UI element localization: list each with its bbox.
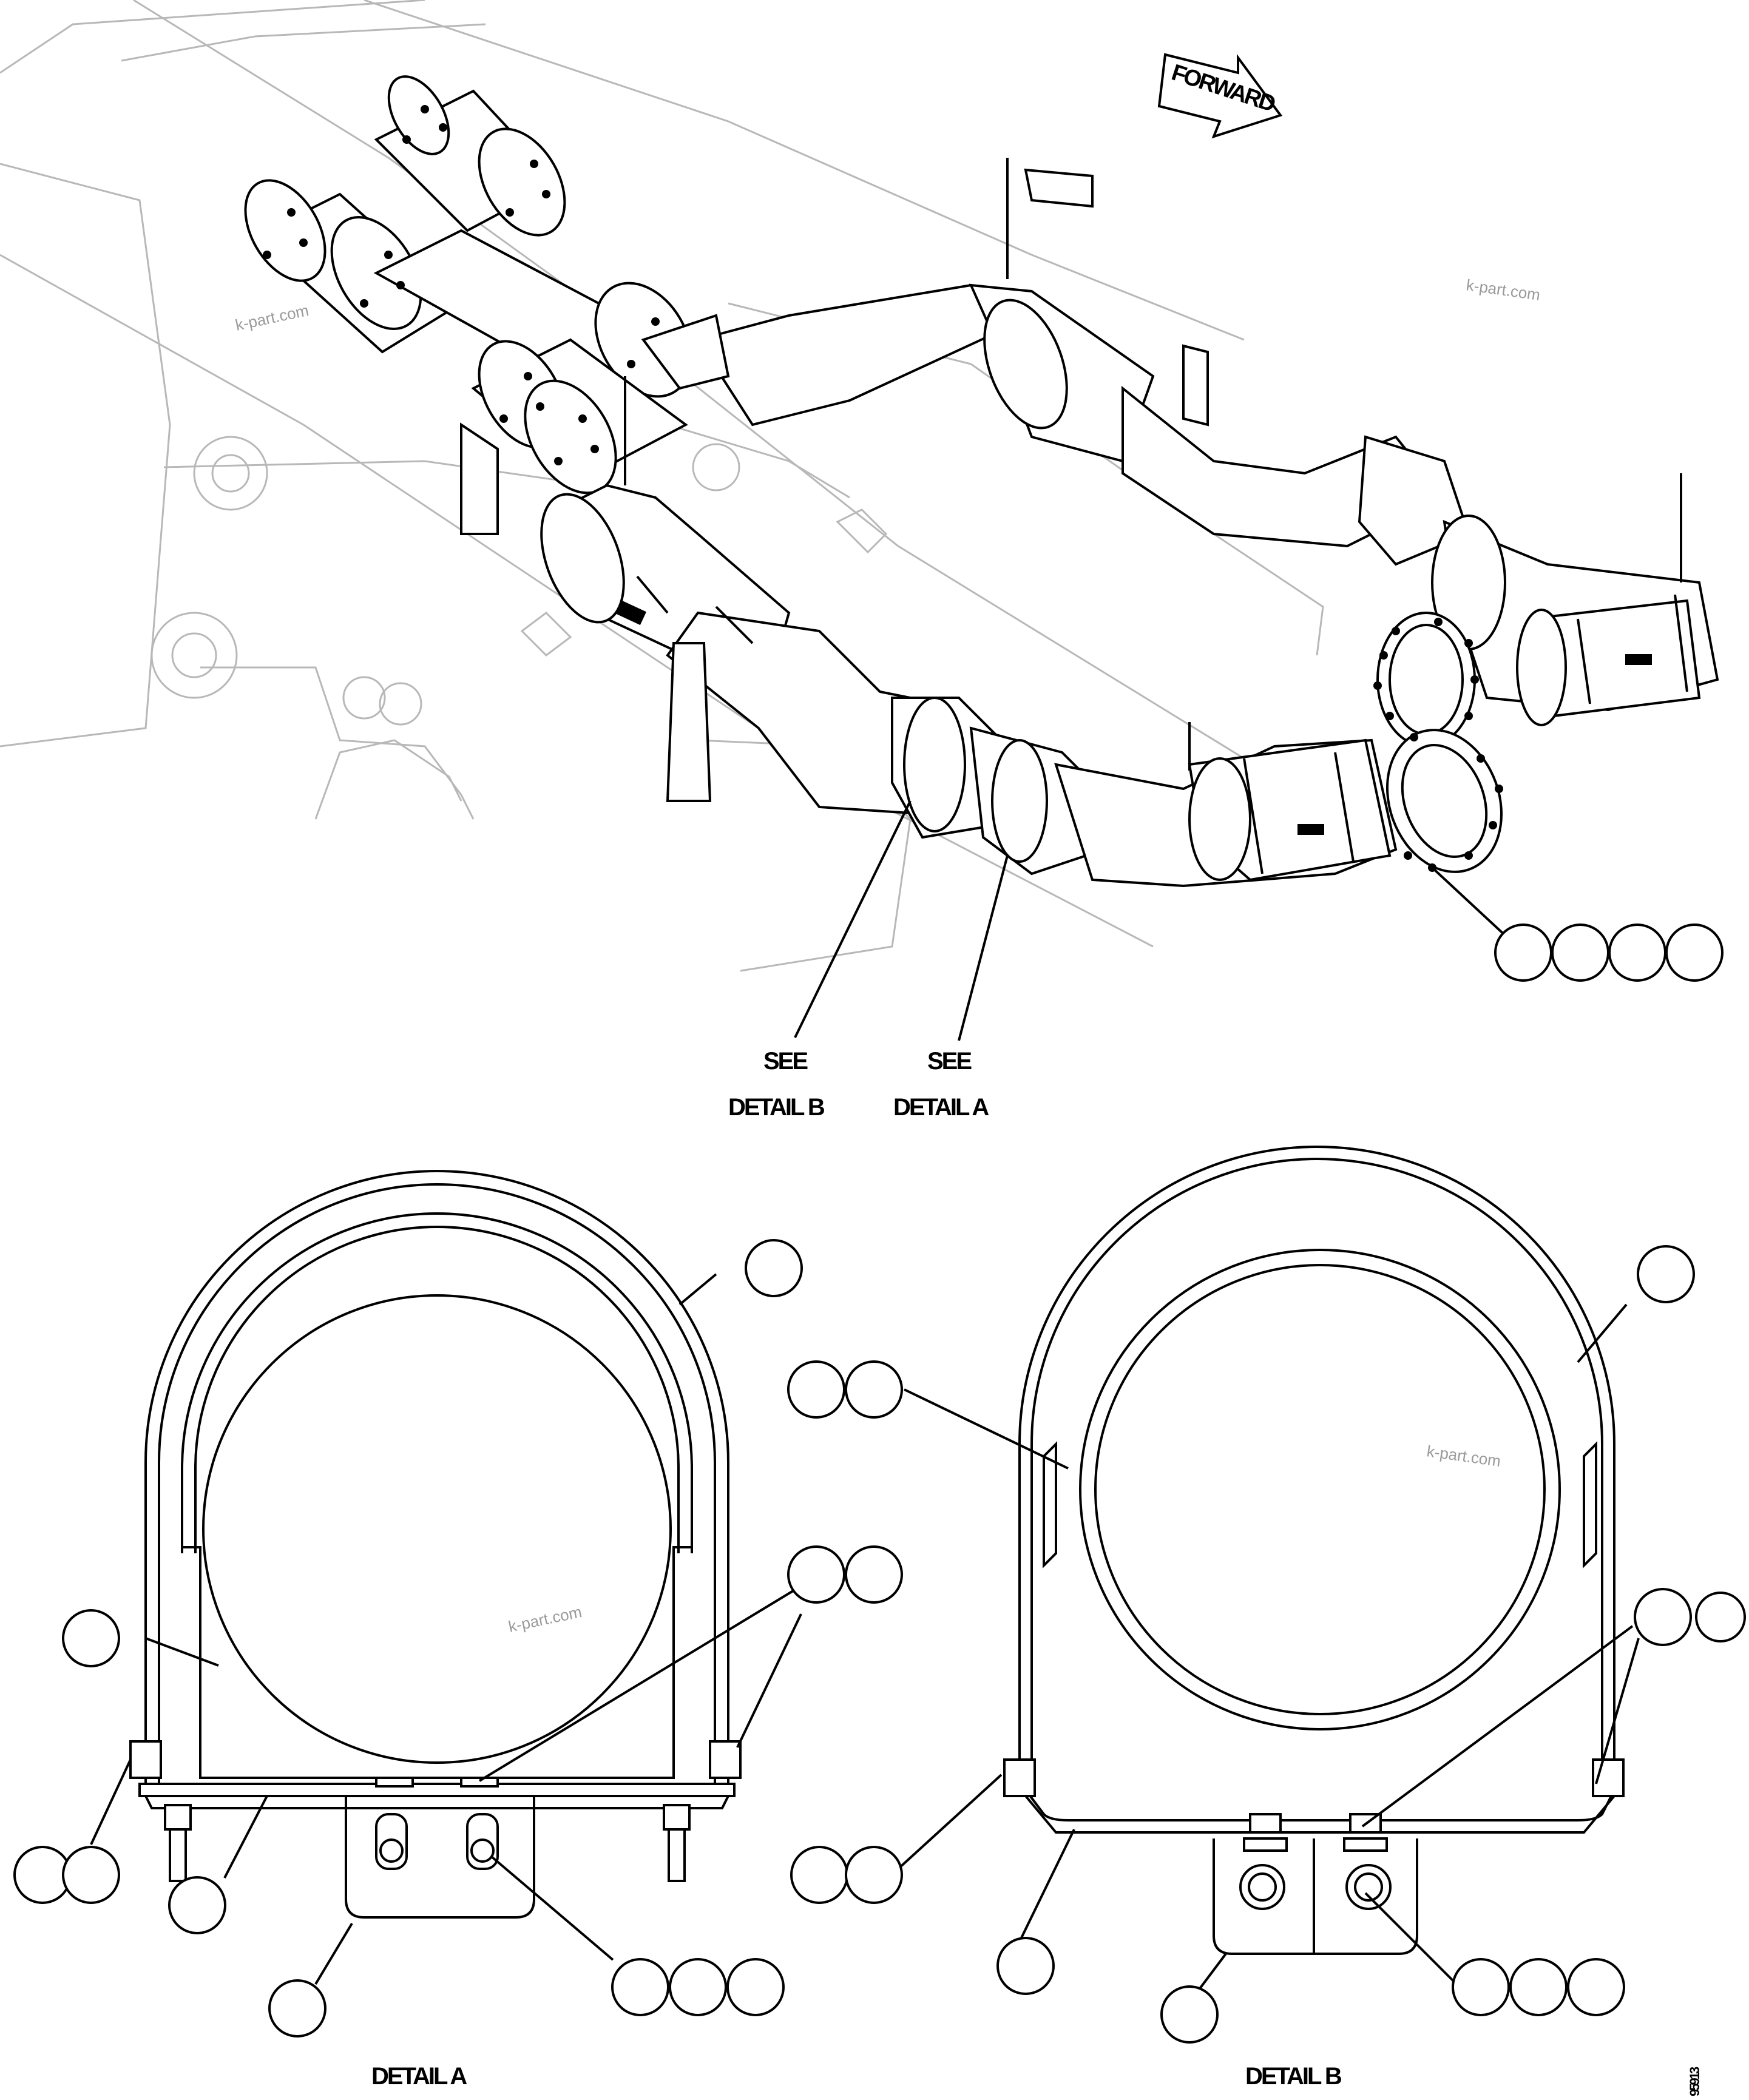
detail-a	[90, 1170, 802, 1985]
detail-b-title: DETAIL B	[1245, 2063, 1342, 2090]
callout-circle	[1494, 923, 1552, 982]
detail-b-callouts	[787, 1245, 1746, 2044]
callout-circle	[1695, 1592, 1746, 1643]
see-detail-b-label: DETAIL B	[728, 1094, 825, 1121]
callout-circle	[790, 1846, 848, 1904]
callout-circle	[1665, 923, 1724, 982]
callout-circle	[62, 1846, 120, 1904]
watermark: k-part.com	[1426, 1442, 1502, 1470]
callout-circle	[62, 1609, 120, 1667]
muffler-pipe-assembly	[460, 158, 1719, 888]
callout-circle	[1551, 923, 1609, 982]
callout-circle	[1637, 1245, 1695, 1303]
detail-b	[897, 1146, 1640, 2004]
callout-circle	[787, 1360, 845, 1419]
detail-a-title: DETAIL A	[371, 2063, 467, 2090]
callout-circle	[845, 1545, 903, 1604]
see-detail-b-see: SEE	[763, 1048, 808, 1075]
callout-circle	[1160, 1985, 1219, 2044]
callout-circle	[745, 1239, 803, 1297]
callout-circle	[1608, 923, 1666, 982]
see-detail-a-label: DETAIL A	[893, 1094, 989, 1121]
upper-pipe-run	[244, 75, 692, 495]
watermark: k-part.com	[234, 301, 310, 334]
callout-circle	[1509, 1958, 1568, 2016]
watermark: k-part.com	[507, 1602, 583, 1636]
callout-circle	[787, 1545, 845, 1604]
callout-circle	[268, 1979, 326, 2038]
callout-circle	[168, 1876, 226, 1934]
callout-circle	[726, 1958, 785, 2016]
figure-number: 95913	[1687, 2067, 1702, 2096]
callout-circle	[845, 1846, 903, 1904]
forward-arrow: FORWARD	[1157, 53, 1283, 139]
top-callouts	[794, 800, 1724, 1041]
callout-circle	[845, 1360, 903, 1419]
callout-circle	[1634, 1588, 1692, 1646]
callout-circle	[1567, 1958, 1625, 2016]
detail-a-callouts	[13, 1239, 903, 2038]
see-detail-a-see: SEE	[927, 1048, 972, 1075]
watermark: k-part.com	[1465, 275, 1541, 304]
callout-circle	[1452, 1958, 1510, 2016]
callout-circle	[996, 1937, 1055, 1995]
callout-circle	[611, 1958, 669, 2016]
callout-circle	[669, 1958, 727, 2016]
